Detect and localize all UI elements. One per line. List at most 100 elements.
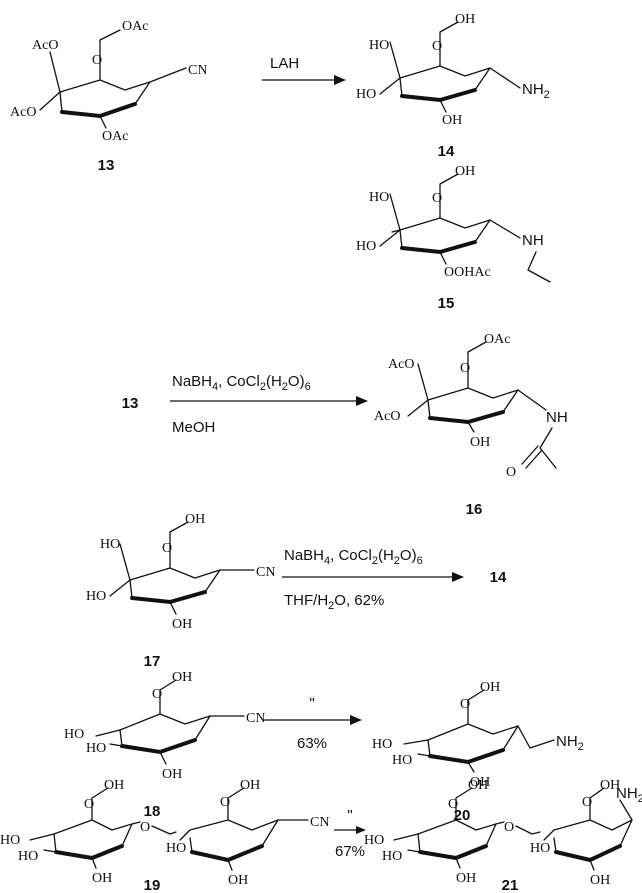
compound-number-17: 17 [144,653,161,670]
ho-label: HO [369,38,389,53]
oh-label: OH [590,873,610,888]
cn-label: CN [256,565,275,580]
ditto-mark: " [347,807,352,824]
cn-label: CN [188,63,207,78]
cn-label: CN [246,711,265,726]
compound-number-21: 21 [502,877,519,893]
oohac-label: OOHAc [444,265,491,280]
reagent-label: NaBH4, CoCl2(H2O)6 [284,547,423,567]
ring-oxygen-label: O [448,797,458,812]
ring-oxygen-label: O [92,53,102,68]
yield-label: 67% [335,843,365,860]
reaction-arrow-lah: LAH [262,55,346,85]
ho-label: HO [64,727,84,742]
oh-label: OH [240,778,260,793]
ho-label: HO [369,190,389,205]
oh-label: OH [480,680,500,695]
ho-label: HO [0,833,20,848]
oac-label: OAc [484,332,510,347]
ho-label: HO [530,841,550,856]
carbonyl-oxygen-label: O [506,465,516,480]
solvent-label: MeOH [172,419,215,436]
ring-oxygen-label: O [460,361,470,376]
ho-label: HO [18,849,38,864]
molecule-21: O OH HO HO OH O HO O OH OH NH2 21 [364,778,642,893]
molecule-17: O OH HO HO OH CN 17 [86,512,275,670]
ho-label: HO [86,741,106,756]
reaction-arrow-nabh4-thf: NaBH4, CoCl2(H2O)6 THF/H2O, 62% [282,547,464,612]
oh-label: OH [470,435,490,450]
oh-label: OH [470,775,490,790]
compound-number-13: 13 [98,157,115,174]
glycosidic-oxygen-label: O [504,820,514,835]
ho-label: HO [364,833,384,848]
ring-oxygen-label: O [84,797,94,812]
oh-label: OH [92,871,112,886]
molecule-15: O OH HO HO OOHAc NH 15 [356,164,551,312]
nh2-label: NH2 [616,785,642,805]
molecule-14: O OH HO HO OH NH2 14 [356,12,550,160]
compound-number-15: 15 [438,295,455,312]
ring-oxygen-label: O [432,39,442,54]
ring-oxygen-label: O [220,795,230,810]
yield-label: 63% [297,735,327,752]
oh-label: OH [162,767,182,782]
ho-label: HO [356,87,376,102]
reaction-arrow-ditto-67: " 67% [334,807,366,860]
oac-label: OAc [122,19,148,34]
aco-label: AcO [10,105,36,120]
ring-oxygen-label: O [162,541,172,556]
nh-label: NH [546,409,568,426]
cn-label: CN [310,815,329,830]
ho-label: HO [382,849,402,864]
oh-label: OH [104,778,124,793]
compound-number-13: 13 [122,395,139,412]
ring-oxygen-label: O [460,697,470,712]
ho-label: HO [356,239,376,254]
glycosidic-oxygen-label: O [140,820,150,835]
ring-oxygen-label: O [152,687,162,702]
reaction-arrow-ditto-63: " 63% [264,695,362,752]
compound-number-14: 14 [438,143,455,160]
reaction-arrow-nabh4-meoh: NaBH4, CoCl2(H2O)6 MeOH [170,373,368,436]
molecule-16: O OAc AcO AcO OH NH O 16 [374,332,568,518]
aco-label: AcO [388,357,414,372]
ring-oxygen-label: O [582,795,592,810]
ho-label: HO [392,753,412,768]
ho-label: HO [86,589,106,604]
reagent-label: NaBH4, CoCl2(H2O)6 [172,373,311,393]
oh-label: OH [600,778,620,793]
aco-label: AcO [374,409,400,424]
molecule-19: O OH HO HO OH O HO O OH OH CN 19 [0,778,329,893]
oh-label: OH [228,873,248,888]
nh2-label: NH2 [522,81,550,101]
compound-number-19: 19 [144,877,161,893]
nh2-label: NH2 [556,733,584,753]
ho-label: HO [372,737,392,752]
oh-label: OH [468,778,488,793]
ring-oxygen-label: O [432,191,442,206]
ho-label: HO [166,841,186,856]
oh-label: OH [442,113,462,128]
oh-label: OH [455,12,475,27]
ho-label: HO [100,537,120,552]
compound-number-16: 16 [466,501,483,518]
nh-label: NH [522,232,544,249]
oh-label: OH [172,617,192,632]
oh-label: OH [172,670,192,685]
compound-number-20: 20 [454,807,471,824]
aco-label: AcO [32,38,58,53]
molecule-13: O OAc AcO AcO OAc CN 13 [10,19,207,174]
compound-number-14: 14 [490,569,507,586]
oh-label: OH [455,164,475,179]
oh-label: OH [456,871,476,886]
oac-label: OAc [102,129,128,144]
molecule-20: O OH HO HO OH NH2 20 [372,680,584,824]
oh-label: OH [185,512,205,527]
ditto-mark: " [309,695,314,712]
compound-number-18: 18 [144,803,161,820]
molecule-18: O OH HO HO OH CN 18 [64,670,265,820]
reagent-label: LAH [270,55,299,72]
solvent-yield-label: THF/H2O, 62% [284,592,384,612]
